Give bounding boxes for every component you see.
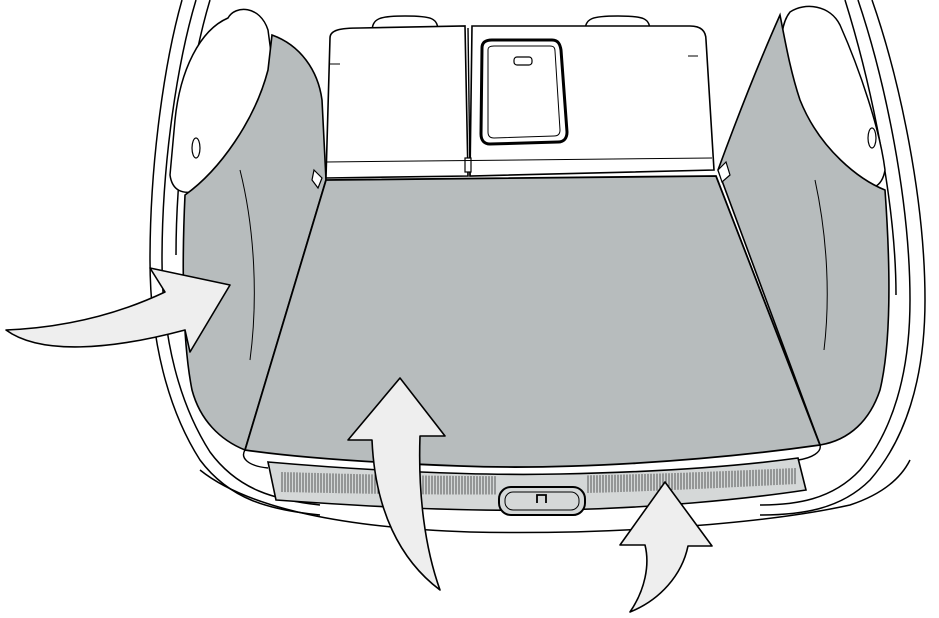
right-pillar-knob [868,128,876,148]
floor-cover [245,176,820,467]
sill-latch-cover [499,487,585,515]
rear-seat-backrest [326,16,714,178]
pass-through-handle [514,57,532,65]
left-pillar-knob [192,138,200,158]
pass-through-hatch [481,40,567,144]
seatback-left-section [326,26,468,178]
arrow-left-icon [6,268,230,352]
